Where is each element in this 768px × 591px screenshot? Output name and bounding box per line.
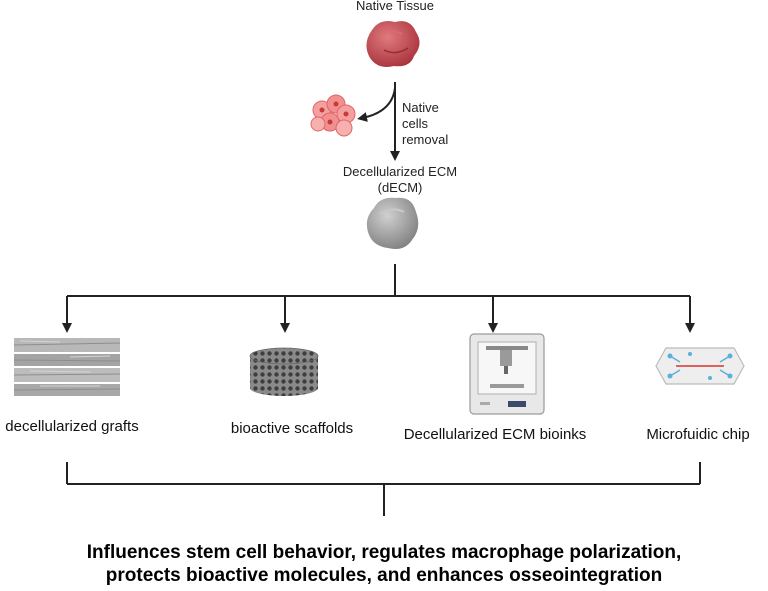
arrow-cells-removal	[357, 87, 396, 122]
decm-label-line1: Decellularized ECM	[342, 164, 458, 179]
removed-cells-icon	[310, 94, 356, 137]
microfluidic-chip-icon	[655, 347, 745, 385]
output-label-bioinks: Decellularized ECM bioinks	[403, 426, 587, 443]
removal-label-line2: cells	[402, 116, 429, 131]
bioprinter-icon	[469, 333, 545, 415]
output-label-chip: Microfuidic chip	[646, 426, 750, 443]
decm-label-line2: (dECM)	[377, 180, 423, 195]
removal-label-line3: removal	[402, 132, 449, 147]
porous-scaffold-icon	[249, 347, 319, 396]
output-label-grafts: decellularized grafts	[5, 418, 139, 435]
decm-icon	[366, 197, 419, 249]
summary-line-1: Influences stem cell behavior, regulates…	[86, 542, 682, 563]
native-tissue-label: Native Tissue	[355, 0, 435, 13]
native-tissue-icon	[366, 21, 420, 67]
output-label-scaffolds: bioactive scaffolds	[230, 420, 354, 437]
summary-text: Influences stem cell behavior, regulates…	[0, 541, 768, 587]
tissue-layers-icon	[13, 338, 121, 396]
summary-line-2: protects bioactive molecules, and enhanc…	[105, 565, 663, 586]
removal-label-line1: Native	[402, 100, 439, 115]
